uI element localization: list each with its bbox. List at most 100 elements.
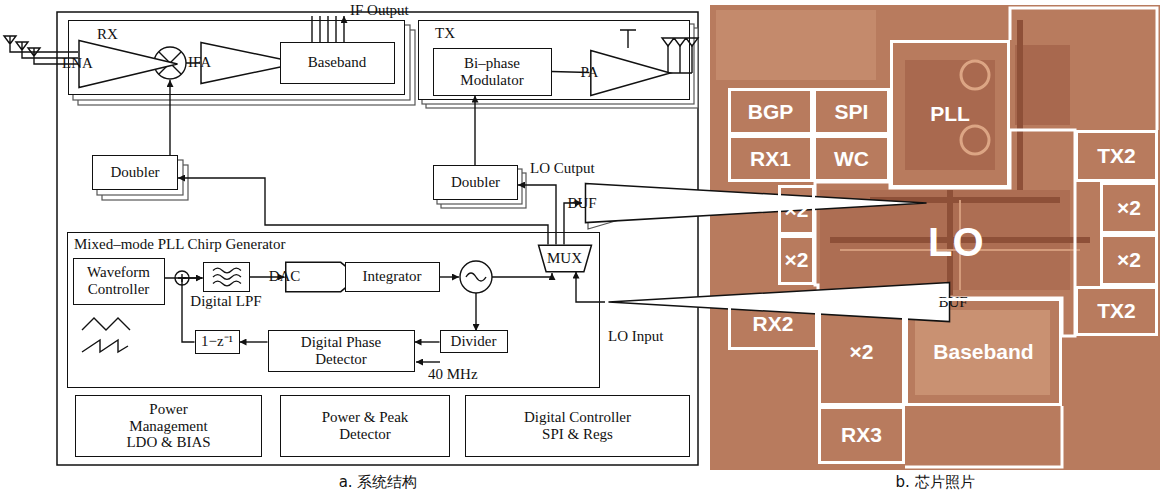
filter-symbol bbox=[212, 281, 240, 286]
chip-block: WC bbox=[813, 135, 890, 182]
chip-photo bbox=[840, 200, 1080, 290]
shape-outline bbox=[79, 40, 177, 87]
rf-symbols bbox=[662, 38, 698, 46]
pll-symbols bbox=[82, 318, 130, 330]
pll-symbols bbox=[466, 273, 486, 281]
node-text: Baseband bbox=[933, 340, 1033, 364]
node-text: MUX bbox=[547, 250, 582, 267]
filter-symbol bbox=[212, 268, 240, 273]
signal-connector bbox=[240, 341, 268, 342]
figure-caption: a. 系统结构 bbox=[339, 474, 418, 491]
chip-block: ×2 bbox=[818, 298, 905, 406]
chip-block: RX1 bbox=[728, 135, 813, 182]
node-text: ×2 bbox=[1117, 248, 1141, 272]
rf-symbols bbox=[169, 80, 170, 155]
chip-photo bbox=[1015, 45, 1070, 125]
block-ground bbox=[68, 20, 690, 100]
rx-block: RXLNAIFABaseband bbox=[68, 20, 405, 95]
filter-box: Digital LPF bbox=[203, 262, 250, 292]
chip-photo bbox=[830, 20, 1090, 295]
rf-symbols bbox=[4, 36, 78, 52]
controller-box: Waveform Controller bbox=[73, 258, 165, 305]
node-text: Doubler bbox=[110, 164, 159, 181]
signal-label: LO Cutput bbox=[530, 160, 595, 177]
modulator-box: Bi–phase Modulator bbox=[433, 48, 552, 96]
shape-outline bbox=[538, 245, 591, 271]
buffer-amplifier: BUF bbox=[582, 183, 930, 223]
integrator-box: Integrator bbox=[345, 262, 440, 292]
divider-box: Divider bbox=[440, 330, 508, 353]
chip-photo bbox=[716, 10, 876, 80]
node-text: DAC bbox=[269, 268, 301, 285]
signal-label: 40 MHz bbox=[428, 366, 478, 383]
figure-caption: b. 芯片照片 bbox=[895, 474, 974, 491]
node-text: ×2 bbox=[850, 340, 874, 364]
chip-photo bbox=[915, 310, 1050, 395]
chip-photo bbox=[1010, 8, 1157, 130]
chip-photo bbox=[905, 406, 1062, 467]
shape-outline bbox=[590, 50, 669, 95]
lna-amplifier: LNA bbox=[78, 40, 179, 88]
doubler-box: Doubler bbox=[433, 165, 518, 200]
power-box: Power Management LDO & BIAS bbox=[75, 395, 262, 457]
chip-photo bbox=[961, 61, 989, 89]
chip-block: SPI bbox=[813, 88, 890, 135]
filter-symbol bbox=[212, 274, 240, 279]
power-amplifier: PA bbox=[590, 50, 671, 96]
node-text: PA bbox=[581, 64, 599, 81]
node-text: ×2 bbox=[785, 198, 809, 222]
signal-connector bbox=[576, 272, 605, 303]
mux-symbol: MUX bbox=[538, 245, 592, 272]
signal-label: LO Input bbox=[608, 328, 663, 345]
node-text: 1−z⁻¹ bbox=[201, 333, 233, 350]
node-text: TX2 bbox=[1097, 144, 1136, 168]
pll-symbols bbox=[440, 276, 459, 277]
chip-block: ×2 bbox=[1100, 234, 1158, 286]
chip-photo bbox=[905, 60, 995, 170]
node-text: RX2 bbox=[753, 312, 794, 336]
node-text: Digital Controller SPI & Regs bbox=[513, 409, 643, 443]
chip-block: ×2 bbox=[1100, 182, 1158, 234]
chip-block: RX2 bbox=[728, 298, 818, 350]
node-text: RX1 bbox=[750, 147, 791, 171]
chip-block: ×2 bbox=[778, 185, 815, 235]
shape-outline bbox=[585, 183, 926, 222]
node-text: BGP bbox=[748, 100, 794, 124]
phase-detector-box: Digital Phase Detector bbox=[268, 330, 415, 372]
node-text: Bi–phase Modulator bbox=[437, 55, 547, 89]
node-text: BUF bbox=[567, 195, 596, 212]
node-text: BUF bbox=[938, 294, 967, 311]
node-text: Integrator bbox=[362, 268, 421, 285]
node-text: ×2 bbox=[785, 248, 809, 272]
chip-block: PLL bbox=[890, 40, 1010, 188]
tx-block: TX Bi–phase Modulator PA bbox=[418, 20, 690, 100]
node-text: RX3 bbox=[841, 423, 882, 447]
node-text: Power Management LDO & BIAS bbox=[114, 401, 224, 451]
chip-block: TX2 bbox=[1075, 130, 1158, 182]
node-text: Waveform Controller bbox=[79, 264, 159, 298]
node-text: LNA bbox=[62, 55, 93, 72]
node-text: Baseband bbox=[308, 54, 366, 71]
chip-photo bbox=[710, 5, 1160, 470]
filter-symbol bbox=[204, 263, 249, 291]
node-text: WC bbox=[834, 147, 869, 171]
delay-box: 1−z⁻¹ bbox=[195, 330, 240, 354]
node-text: Mixed–mode PLL Chirp Generator bbox=[74, 236, 285, 253]
controller-box: Digital Controller SPI & Regs bbox=[465, 395, 690, 457]
rf-symbols bbox=[620, 30, 636, 48]
node-text: ×2 bbox=[1117, 196, 1141, 220]
node-text: TX bbox=[435, 25, 455, 42]
node-text: SPI bbox=[835, 100, 869, 124]
outer-frame bbox=[57, 12, 698, 465]
shape-outline bbox=[582, 183, 930, 223]
outer-frame bbox=[57, 12, 698, 465]
block-ground bbox=[68, 20, 405, 95]
block-ground bbox=[418, 20, 690, 100]
signal-connector bbox=[518, 185, 556, 245]
rf-symbols bbox=[655, 46, 692, 73]
chip-photo bbox=[961, 126, 989, 154]
pll-symbols bbox=[475, 293, 476, 331]
shape-outline bbox=[590, 50, 671, 96]
baseband-box: Baseband bbox=[280, 42, 395, 84]
